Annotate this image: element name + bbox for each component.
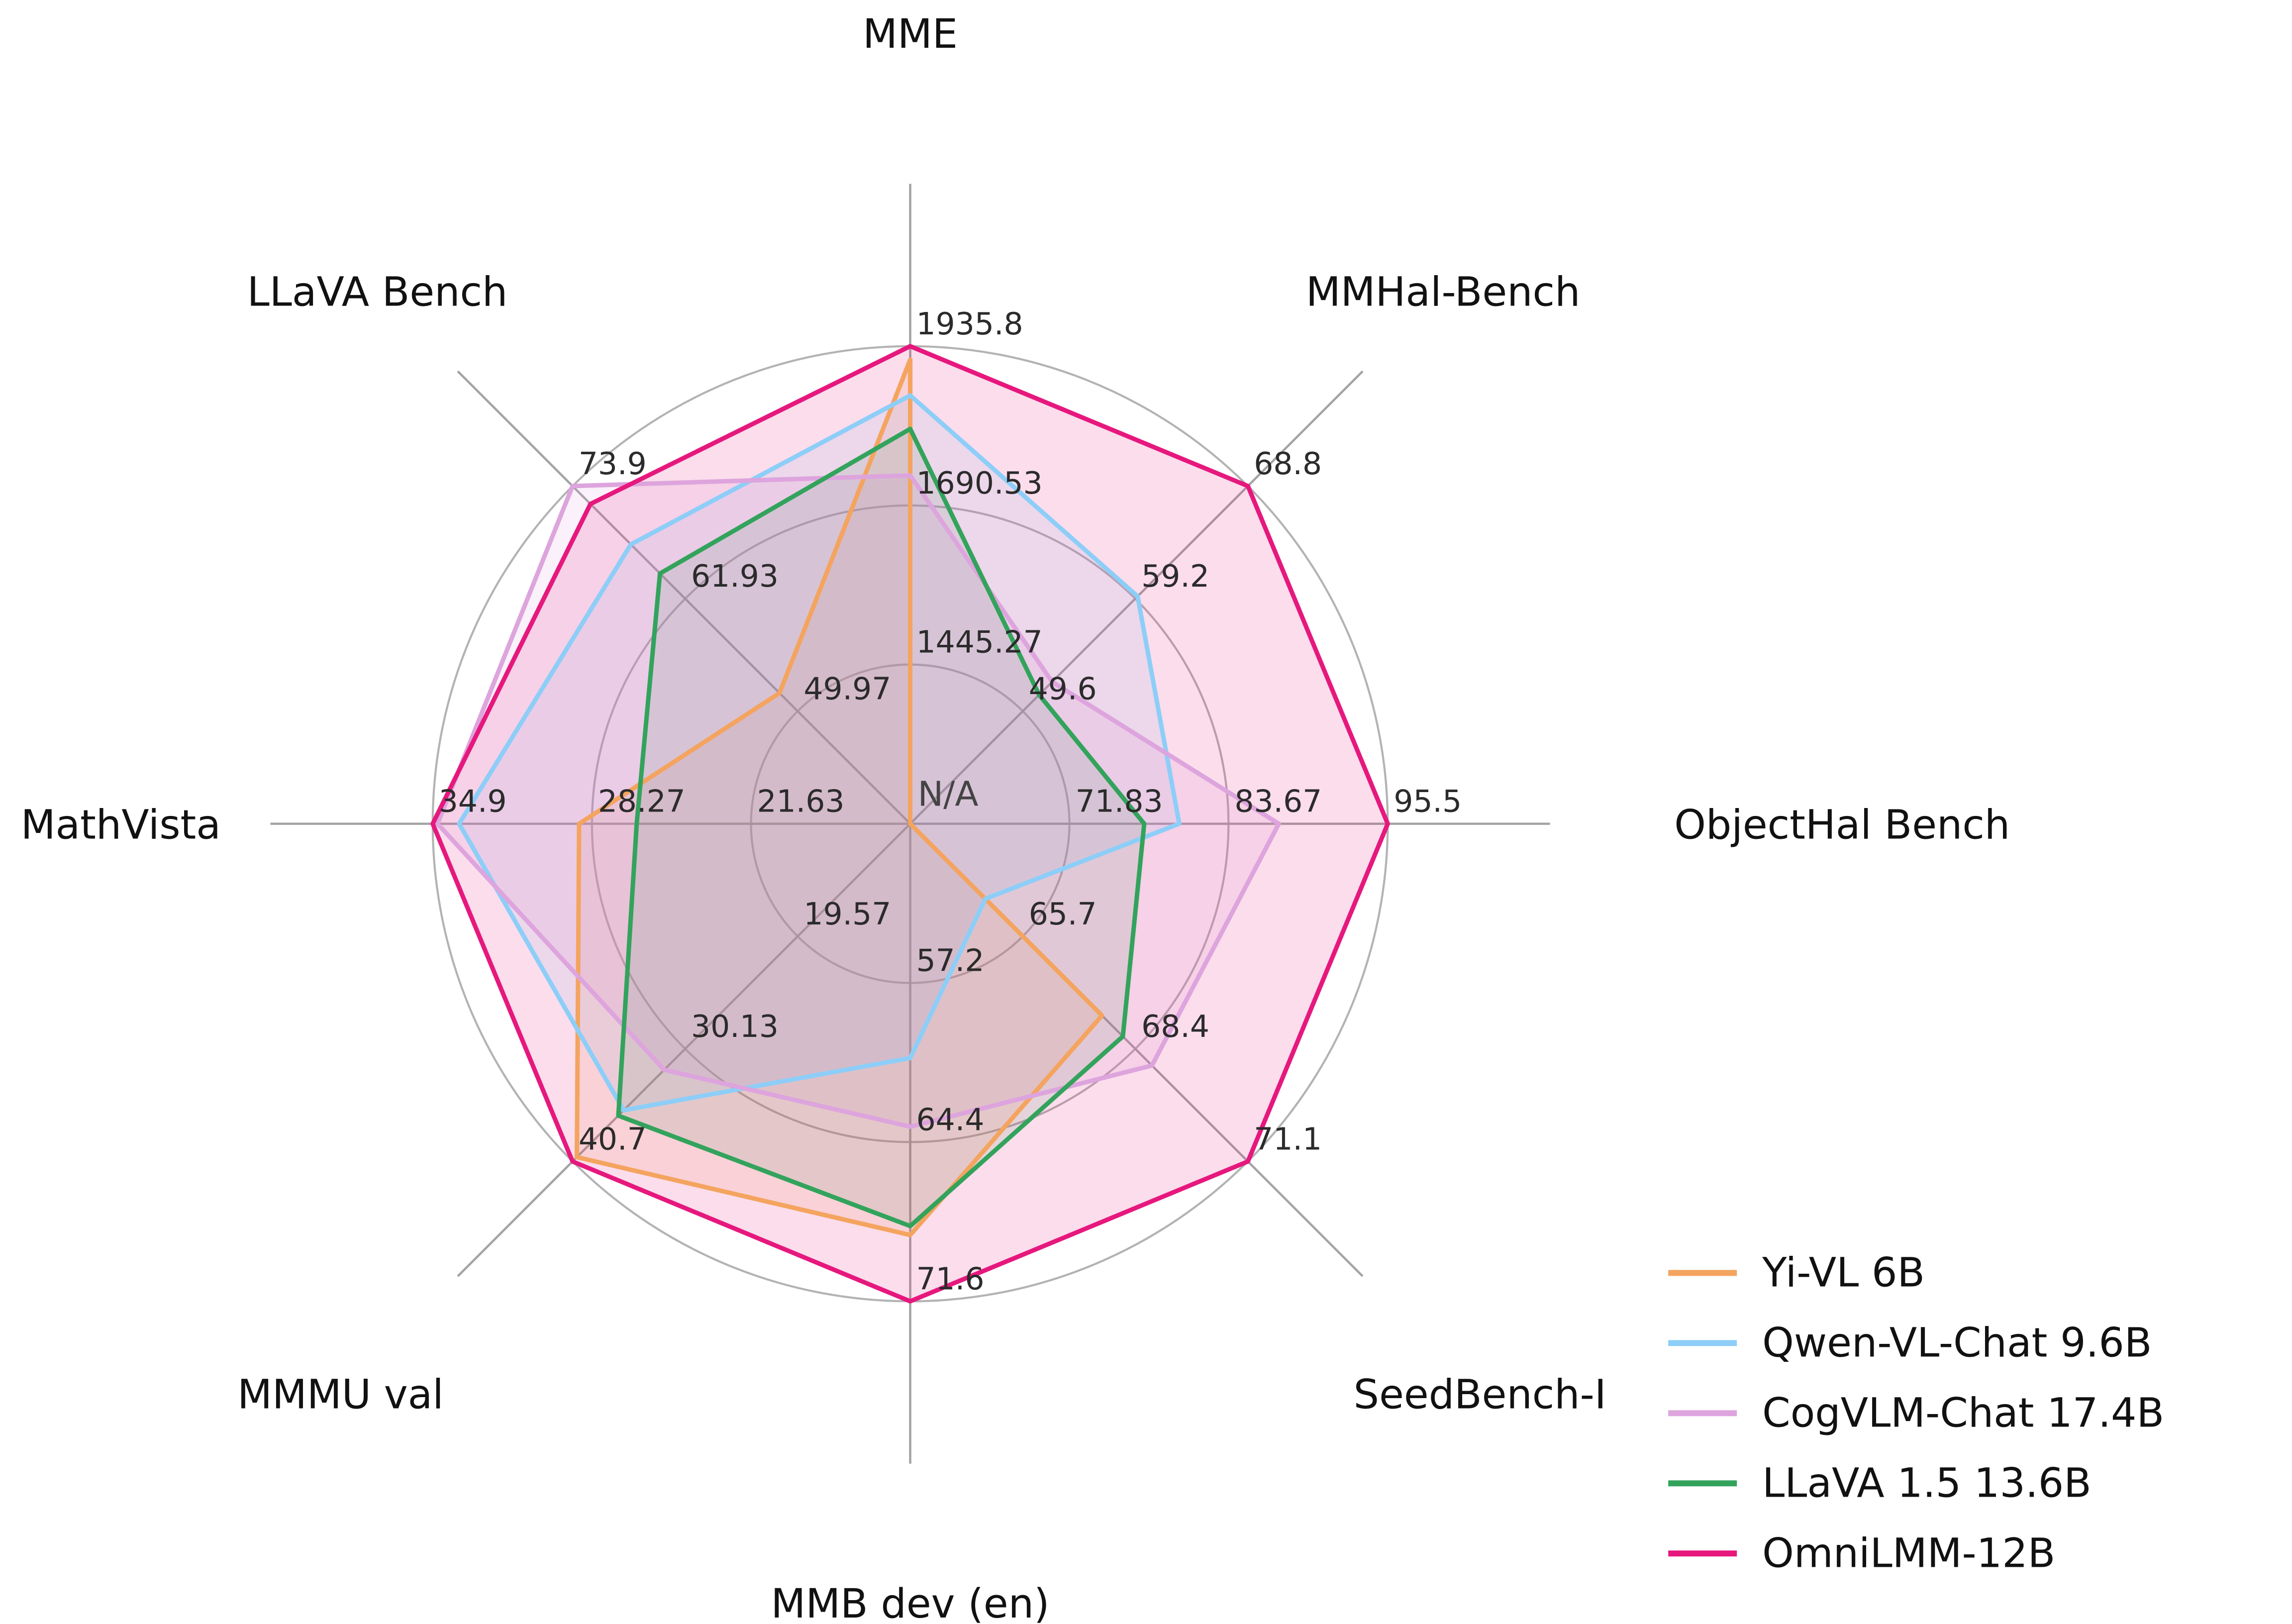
legend-item-llava-1-5-13-6b: LLaVA 1.5 13.6B bbox=[1668, 1458, 2164, 1509]
axis-label-mme: MME bbox=[863, 11, 958, 58]
tick-label-objecthal-bench-0: 95.5 bbox=[1394, 784, 1462, 819]
series-line-omnilmm-12b bbox=[430, 344, 1390, 1304]
axis-label-mmb-dev-en: MMB dev (en) bbox=[771, 1581, 1049, 1624]
tick-label-llava-bench-1: 61.93 bbox=[691, 559, 779, 594]
legend-label-qwen-vl-chat-9-6b: Qwen-VL-Chat 9.6B bbox=[1762, 1320, 2152, 1366]
tick-label-mathvista-2: 21.63 bbox=[757, 784, 845, 819]
axis-label-seedbench-i: SeedBench-I bbox=[1354, 1372, 1606, 1419]
tick-label-mathvista-0: 34.9 bbox=[439, 784, 507, 819]
legend-swatch-cogvlm-chat-17-4b bbox=[1668, 1410, 1737, 1417]
axis-label-llava-bench: LLaVA Bench bbox=[247, 269, 508, 316]
center-tick-label: N/A bbox=[918, 775, 979, 814]
tick-label-mmhal-bench-1: 59.2 bbox=[1141, 559, 1209, 594]
legend-item-cogvlm-chat-17-4b: CogVLM-Chat 17.4B bbox=[1668, 1388, 2164, 1438]
tick-label-mmhal-bench-2: 49.6 bbox=[1029, 671, 1097, 707]
series-fill-qwen-vl-chat-9-6b bbox=[459, 395, 1180, 1111]
tick-label-mmb-dev-en-2: 57.2 bbox=[916, 943, 985, 979]
series-fill-cogvlm-chat-17-4b bbox=[437, 475, 1279, 1127]
tick-label-mme-0: 1935.8 bbox=[916, 306, 1023, 342]
legend-item-qwen-vl-chat-9-6b: Qwen-VL-Chat 9.6B bbox=[1668, 1318, 2164, 1368]
legend-item-yi-vl-6b: Yi-VL 6B bbox=[1668, 1247, 2164, 1298]
tick-label-objecthal-bench-2: 71.83 bbox=[1076, 784, 1163, 819]
tick-label-objecthal-bench-1: 83.67 bbox=[1234, 784, 1322, 819]
axis-line-llava-bench bbox=[457, 370, 911, 825]
legend-swatch-llava-1-5-13-6b bbox=[1668, 1480, 1737, 1487]
tick-label-mme-2: 1445.27 bbox=[916, 625, 1043, 660]
tick-label-llava-bench-0: 73.9 bbox=[579, 446, 647, 482]
series-fill-llava-1-5-13-6b bbox=[618, 428, 1144, 1226]
series-fill-yi-vl-6b bbox=[577, 359, 1102, 1235]
legend-label-omnilmm-12b: OmniLMM-12B bbox=[1762, 1530, 2056, 1577]
legend-swatch-qwen-vl-chat-9-6b bbox=[1668, 1340, 1737, 1346]
legend: Yi-VL 6B Qwen-VL-Chat 9.6B CogVLM-Chat 17.… bbox=[1668, 1247, 2164, 1579]
axis-label-objecthal-bench: ObjectHal Bench bbox=[1674, 802, 2010, 849]
tick-label-seedbench-i-2: 65.7 bbox=[1029, 897, 1097, 932]
series-line-qwen-vl-chat-9-6b bbox=[457, 393, 1182, 1113]
tick-label-mmb-dev-en-1: 64.4 bbox=[916, 1102, 985, 1137]
tick-label-mmmu-val-0: 40.7 bbox=[579, 1121, 647, 1157]
tick-label-mmhal-bench-0: 68.8 bbox=[1254, 446, 1322, 482]
tick-label-mathvista-1: 28.27 bbox=[598, 784, 686, 819]
tick-label-mme-1: 1690.53 bbox=[916, 466, 1043, 501]
tick-label-mmb-dev-en-0: 71.6 bbox=[916, 1261, 985, 1297]
legend-label-yi-vl-6b: Yi-VL 6B bbox=[1762, 1249, 1925, 1296]
series-line-cogvlm-chat-17-4b bbox=[435, 473, 1281, 1129]
axis-line-mmmu-val bbox=[457, 823, 911, 1277]
tick-label-llava-bench-2: 49.97 bbox=[803, 671, 891, 707]
tick-label-mmmu-val-2: 19.57 bbox=[803, 897, 891, 932]
tick-label-mmmu-val-1: 30.13 bbox=[691, 1009, 779, 1044]
tick-label-seedbench-i-1: 68.4 bbox=[1141, 1009, 1209, 1044]
legend-swatch-omnilmm-12b bbox=[1668, 1550, 1737, 1557]
axis-label-mathvista: MathVista bbox=[21, 802, 221, 849]
legend-label-cogvlm-chat-17-4b: CogVLM-Chat 17.4B bbox=[1762, 1390, 2165, 1436]
legend-swatch-yi-vl-6b bbox=[1668, 1270, 1737, 1276]
axis-label-mmmu-val: MMMU val bbox=[237, 1372, 444, 1419]
tick-label-seedbench-i-0: 71.1 bbox=[1254, 1121, 1322, 1157]
series-line-yi-vl-6b bbox=[575, 357, 1104, 1237]
legend-item-omnilmm-12b: OmniLMM-12B bbox=[1668, 1528, 2164, 1579]
series-line-llava-1-5-13-6b bbox=[616, 426, 1147, 1228]
legend-label-llava-1-5-13-6b: LLaVA 1.5 13.6B bbox=[1762, 1460, 2092, 1507]
axis-label-mmhal-bench: MMHal-Bench bbox=[1306, 269, 1581, 316]
